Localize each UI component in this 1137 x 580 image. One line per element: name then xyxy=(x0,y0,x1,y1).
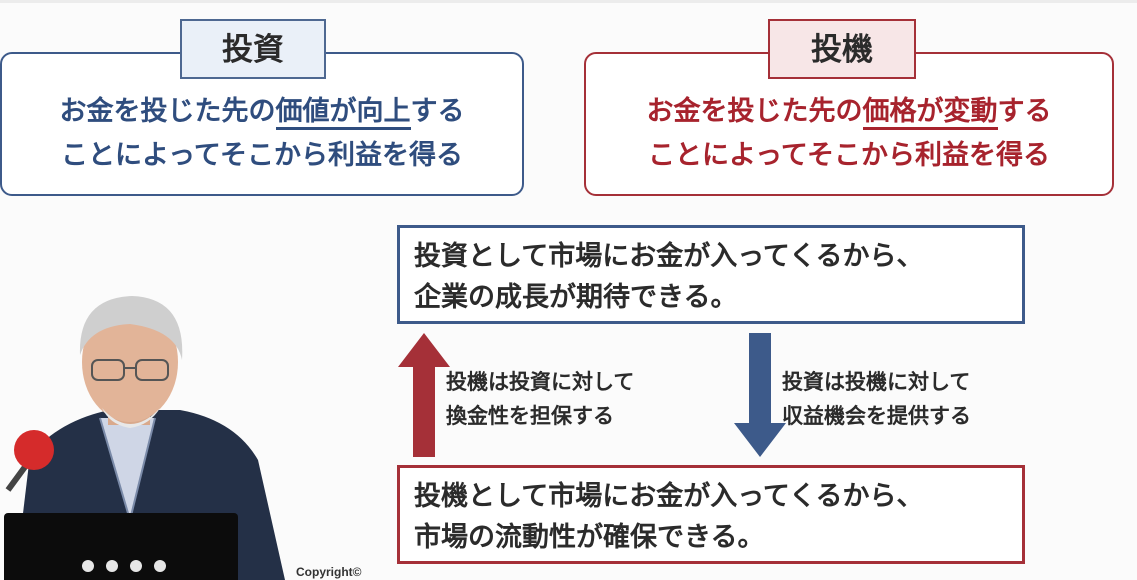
down-arrow-note-line2: 収益機会を提供する xyxy=(782,404,971,428)
laptop-logo-icon xyxy=(82,560,166,572)
laptop xyxy=(4,513,238,580)
investment-highlight: 価値が向上 xyxy=(275,96,411,130)
speculation-highlight: 価格が変動 xyxy=(862,96,998,130)
speculation-line2: ことによってそこから利益を得る xyxy=(647,140,1051,171)
investment-definition: お金を投じた先の価値が向上する ことによってそこから利益を得る xyxy=(2,90,522,178)
investment-line1-prefix: お金を投じた先の xyxy=(59,96,276,127)
arrow-down-icon xyxy=(734,333,786,457)
speculation-line1-prefix: お金を投じた先の xyxy=(646,96,863,127)
arrow-up-icon xyxy=(398,333,450,457)
investment-line1-suffix: する xyxy=(410,96,465,127)
down-arrow-note: 投資は投機に対して 収益機会を提供する xyxy=(782,365,971,433)
speculation-tag: 投機 xyxy=(768,19,916,79)
speculation-definition: お金を投じた先の価格が変動する ことによってそこから利益を得る xyxy=(586,90,1112,178)
up-arrow-note-line1: 投機は投資に対して xyxy=(446,370,635,394)
investment-line2: ことによってそこから利益を得る xyxy=(60,140,464,171)
investment-tag: 投資 xyxy=(180,19,326,79)
investment-effect-line1: 投資として市場にお金が入ってくるから、 xyxy=(414,241,924,272)
speculation-effect-box: 投機として市場にお金が入ってくるから、 市場の流動性が確保できる。 xyxy=(397,465,1025,564)
up-arrow-note-line2: 換金性を担保する xyxy=(446,404,614,428)
top-divider xyxy=(0,0,1137,3)
speculation-effect-line2: 市場の流動性が確保できる。 xyxy=(414,522,765,553)
up-arrow-note: 投機は投資に対して 換金性を担保する xyxy=(446,365,634,433)
speculation-line1-suffix: する xyxy=(997,96,1052,127)
copyright-label: Copyright© xyxy=(296,565,362,579)
down-arrow-note-line1: 投資は投機に対して xyxy=(782,370,971,394)
investment-effect-box: 投資として市場にお金が入ってくるから、 企業の成長が期待できる。 xyxy=(397,225,1025,324)
investment-effect-line2: 企業の成長が期待できる。 xyxy=(414,282,738,313)
speculation-effect-line1: 投機として市場にお金が入ってくるから、 xyxy=(414,481,924,512)
